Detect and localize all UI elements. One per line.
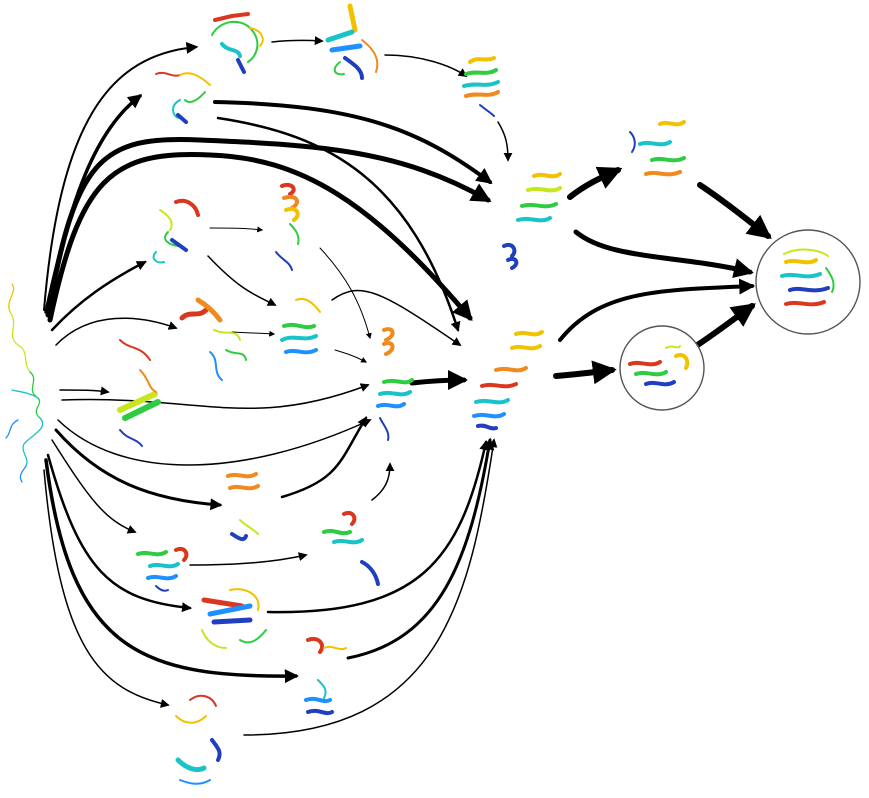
arrow-unfolded-to-s19 [44,458,299,684]
arrow-s11-to-s13 [319,247,372,340]
structure-s16 [322,511,380,586]
arrow-unfolded-to-s9 [59,386,110,396]
arrow-s7-to-native [573,229,754,278]
arrow-s13-to-s14 [409,370,468,391]
arrow-s10-to-s13 [334,349,368,363]
arrow-s10-to-s14 [331,289,462,347]
structure-s11 [275,183,300,271]
structure-s19 [304,637,347,716]
arrow-s3-to-s14 [216,116,461,332]
arrow-unfolded-to-s6 [55,317,178,346]
structure-s21 [619,325,705,411]
structure-s9 [117,339,161,447]
structure-s2 [325,3,379,80]
structure-s6 [179,297,247,381]
arrow-s16-to-s13 [371,462,395,501]
structure-s15 [226,472,260,542]
arrow-s7-to-s8 [567,166,623,200]
arrow-s8-to-native [697,182,772,239]
structure-s1 [211,12,264,74]
arrow-s14-to-s21 [553,360,617,385]
arrow-unfolded-to-s7-a [45,136,492,318]
arrow-unfolded-to-s5 [50,260,147,332]
arrow-s18-to-s14 [266,440,490,614]
structure-s4 [462,56,500,117]
structures [5,3,861,785]
structure-s17 [136,547,189,592]
arrow-unfolded-to-s15 [54,428,223,511]
pathway-arrows [43,36,772,736]
structure-s18 [201,588,267,649]
arrow-unfolded-to-s13-a [61,383,370,410]
arrow-s15-to-s13 [280,416,368,499]
arrow-unfolded-to-s1 [43,41,199,311]
structure-s20 [175,694,222,785]
structure-s5 [152,198,200,264]
arrow-s5-to-s11 [209,226,264,233]
arrow-s4-to-s7 [497,121,513,162]
arrow-unfolded-to-s20 [43,469,170,708]
arrow-s21-to-native [693,303,756,349]
structure-s14 [472,330,544,431]
arrow-s1-to-s2 [271,36,324,46]
structure-s8 [629,120,686,177]
unfolded-structure [5,283,44,483]
structure-s13 [376,327,414,441]
arrow-s17-to-s16 [189,552,308,566]
structure-s10 [280,298,321,355]
arrow-unfolded-to-s14-a [47,151,473,323]
structure-s3 [155,71,211,124]
arrow-s14-to-native [558,278,756,342]
arrow-s3-to-s7 [213,100,493,184]
arrow-s20-to-s14 [243,438,498,736]
arrow-s5-to-s10 [207,255,277,306]
arrow-s2-to-s4 [384,54,468,78]
arrow-s19-to-s14 [346,437,495,660]
arrow-unfolded-to-s17 [51,439,137,534]
structure-native [755,229,861,335]
arrow-unfolded-to-s18 [46,453,192,613]
structure-s7 [502,172,562,270]
arrow-s6-to-s10 [231,330,276,337]
arrow-unfolded-to-s13-b [57,418,372,466]
